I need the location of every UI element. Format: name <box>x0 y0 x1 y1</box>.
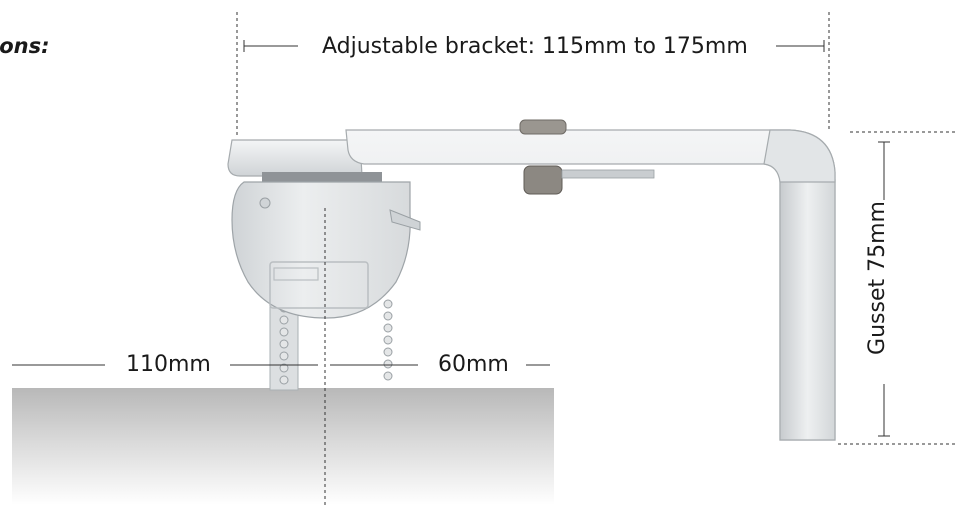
dimension-lines <box>12 12 955 505</box>
page-heading: ions: <box>0 34 50 58</box>
bracket-illustration <box>227 119 836 441</box>
bracket-dimension-label: Adjustable bracket: 115mm to 175mm <box>322 34 748 59</box>
right-span-label: 60mm <box>438 352 509 377</box>
gusset-label: Gusset 75mm <box>865 201 890 355</box>
control-unit-illustration <box>231 181 421 319</box>
left-span-label: 110mm <box>126 352 211 377</box>
headrail-illustration <box>12 388 554 505</box>
